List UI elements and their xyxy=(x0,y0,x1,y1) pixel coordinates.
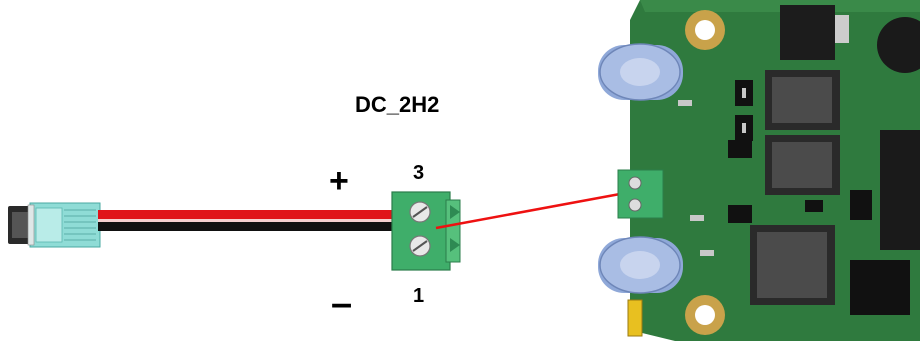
pin-number-bottom: 1 xyxy=(413,285,425,307)
pcb-board xyxy=(598,0,920,341)
plus-sign: + xyxy=(329,162,349,200)
pin-number-top: 3 xyxy=(413,162,425,184)
connector-name: DC_2H2 xyxy=(355,92,440,117)
capacitor xyxy=(598,236,683,294)
cable-plug xyxy=(8,202,101,248)
onboard-terminal xyxy=(617,169,664,219)
terminal-block xyxy=(391,191,461,271)
power-wires xyxy=(98,210,394,231)
negative-wire xyxy=(98,222,394,231)
pointer-line xyxy=(435,192,621,230)
capacitor xyxy=(598,43,683,101)
minus-sign: – xyxy=(331,283,353,325)
positive-wire xyxy=(98,210,394,219)
